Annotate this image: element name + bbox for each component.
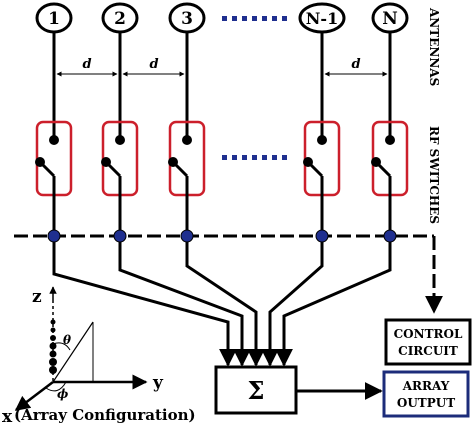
rf-switch-n-minus-1 — [303, 120, 341, 236]
antenna-n: N — [371, 2, 409, 138]
z-axis-label: z — [32, 287, 42, 307]
theta-label: θ — [63, 333, 71, 347]
array-element-stack — [49, 319, 57, 374]
antenna-n-label: N — [382, 9, 398, 29]
spacing-marker-3: d — [324, 57, 388, 77]
y-axis-label: y — [152, 373, 164, 393]
control-bus — [14, 229, 443, 314]
antenna-2-label: 2 — [114, 9, 126, 29]
antennas-side-label: ANTENNAS — [427, 7, 441, 86]
antenna-2: 2 — [101, 2, 139, 138]
coordinate-inset: z y x θ ϕ (Array Configuration) — [2, 286, 196, 427]
spacing-marker-1: d — [56, 57, 118, 77]
summer-symbol: Σ — [248, 376, 265, 405]
x-axis-label: x — [2, 407, 13, 427]
control-circuit-line1: CONTROL — [394, 327, 463, 341]
spacing-label-1: d — [82, 57, 91, 72]
rf-switch-2 — [101, 120, 139, 236]
antenna-ellipsis — [222, 16, 287, 21]
array-configuration-caption: (Array Configuration) — [14, 406, 196, 424]
rf-switch-1 — [35, 120, 73, 236]
spacing-label-3: d — [351, 57, 360, 72]
rf-switches-side-label: RF SWITCHES — [427, 126, 441, 224]
antenna-n-minus-1-label: N-1 — [306, 9, 338, 28]
switch-ellipsis — [222, 155, 287, 160]
spacing-marker-2: d — [122, 57, 185, 77]
rf-switch-3 — [168, 120, 206, 236]
antenna-3: 3 — [168, 2, 206, 138]
feed-lines — [52, 242, 392, 367]
rf-switch-n — [371, 120, 409, 236]
array-output-line2: OUTPUT — [397, 396, 455, 410]
antenna-1: 1 — [35, 2, 73, 138]
antenna-3-label: 3 — [181, 9, 193, 29]
phi-label: ϕ — [57, 387, 69, 401]
array-output-block: ARRAY OUTPUT — [382, 370, 470, 418]
array-output-line1: ARRAY — [402, 379, 450, 393]
summer-block: Σ — [214, 365, 298, 415]
antenna-n-minus-1: N-1 — [298, 2, 346, 138]
control-circuit-block: CONTROL CIRCUIT — [384, 318, 472, 366]
control-circuit-line2: CIRCUIT — [398, 344, 458, 358]
spacing-label-2: d — [149, 57, 158, 72]
antenna-1-label: 1 — [48, 9, 60, 29]
